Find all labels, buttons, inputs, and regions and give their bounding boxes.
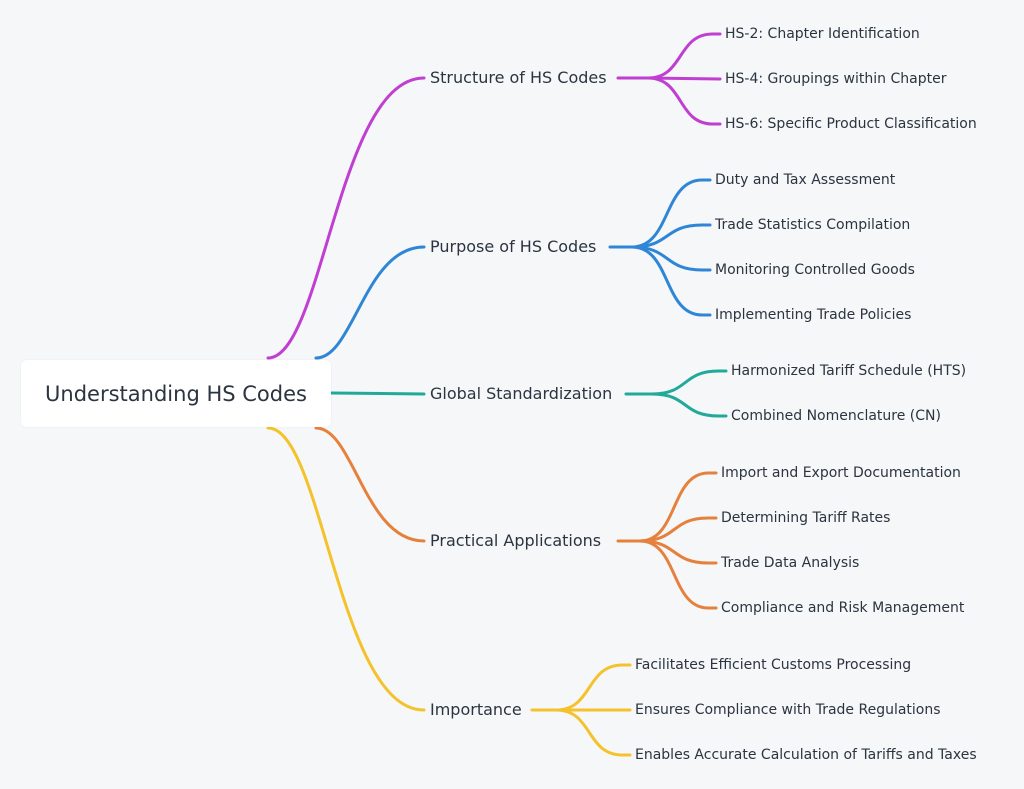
connector-branch-to-leaf [630,245,712,317]
connector-root-to-branch [314,426,426,543]
leaf-compliance-and-risk-management[interactable]: Compliance and Risk Management [721,600,965,616]
connector-branch-to-leaf [646,32,722,80]
root-node[interactable]: Understanding HS Codes [21,360,331,427]
connector-root-to-branch [314,245,426,360]
root-label: Understanding HS Codes [45,381,307,406]
branch-practical-applications[interactable]: Practical Applications [430,531,602,550]
branch-purpose-of-hs-codes[interactable]: Purpose of HS Codes [430,237,597,256]
leaf-hs-6-specific-product-classification[interactable]: HS-6: Specific Product Classification [725,116,977,132]
branch-importance[interactable]: Importance [430,700,522,719]
connector-root-to-branch [329,391,426,396]
leaf-hs-2-chapter-identification[interactable]: HS-2: Chapter Identification [725,26,920,42]
branch-global-standardization[interactable]: Global Standardization [430,384,613,403]
connector-branch-to-leaf [650,369,728,396]
connector-branch-to-leaf [630,223,712,249]
connector-branch-to-leaf [630,245,712,272]
connector-branch-to-leaf [638,471,718,543]
connector-branch-to-leaf [638,539,718,610]
connector-branch-to-leaf [646,76,722,126]
connector-root-to-branch [266,426,426,712]
branch-structure-of-hs-codes[interactable]: Structure of HS Codes [430,68,607,87]
leaf-combined-nomenclature[interactable]: Combined Nomenclature (CN) [731,408,941,424]
leaf-determining-tariff-rates[interactable]: Determining Tariff Rates [721,510,891,526]
leaf-trade-statistics-compilation[interactable]: Trade Statistics Compilation [715,217,911,233]
connector-branch-to-leaf [630,178,712,249]
leaf-duty-and-tax-assessment[interactable]: Duty and Tax Assessment [715,172,896,188]
leaf-trade-data-analysis[interactable]: Trade Data Analysis [721,555,860,571]
connector-root-to-branch [266,76,426,360]
leaf-implementing-trade-policies[interactable]: Implementing Trade Policies [715,307,912,323]
connector-branch-to-leaf [646,76,722,81]
leaf-import-and-export-documentation[interactable]: Import and Export Documentation [721,465,961,481]
leaf-monitoring-controlled-goods[interactable]: Monitoring Controlled Goods [715,262,915,278]
connector-branch-to-leaf [554,708,632,757]
connector-branch-to-leaf [554,663,632,712]
connector-branch-to-leaf [650,392,728,418]
leaf-harmonized-tariff-schedule[interactable]: Harmonized Tariff Schedule (HTS) [731,363,967,379]
leaf-hs-4-groupings-within-chapter[interactable]: HS-4: Groupings within Chapter [725,71,947,87]
leaf-facilitates-efficient-customs-processing[interactable]: Facilitates Efficient Customs Processing [635,657,912,673]
leaf-ensures-compliance-with-trade-regulations[interactable]: Ensures Compliance with Trade Regulation… [635,702,941,718]
leaf-enables-accurate-calculation-of-tariffs[interactable]: Enables Accurate Calculation of Tariffs … [635,747,977,763]
connector-branch-to-leaf [638,516,718,543]
